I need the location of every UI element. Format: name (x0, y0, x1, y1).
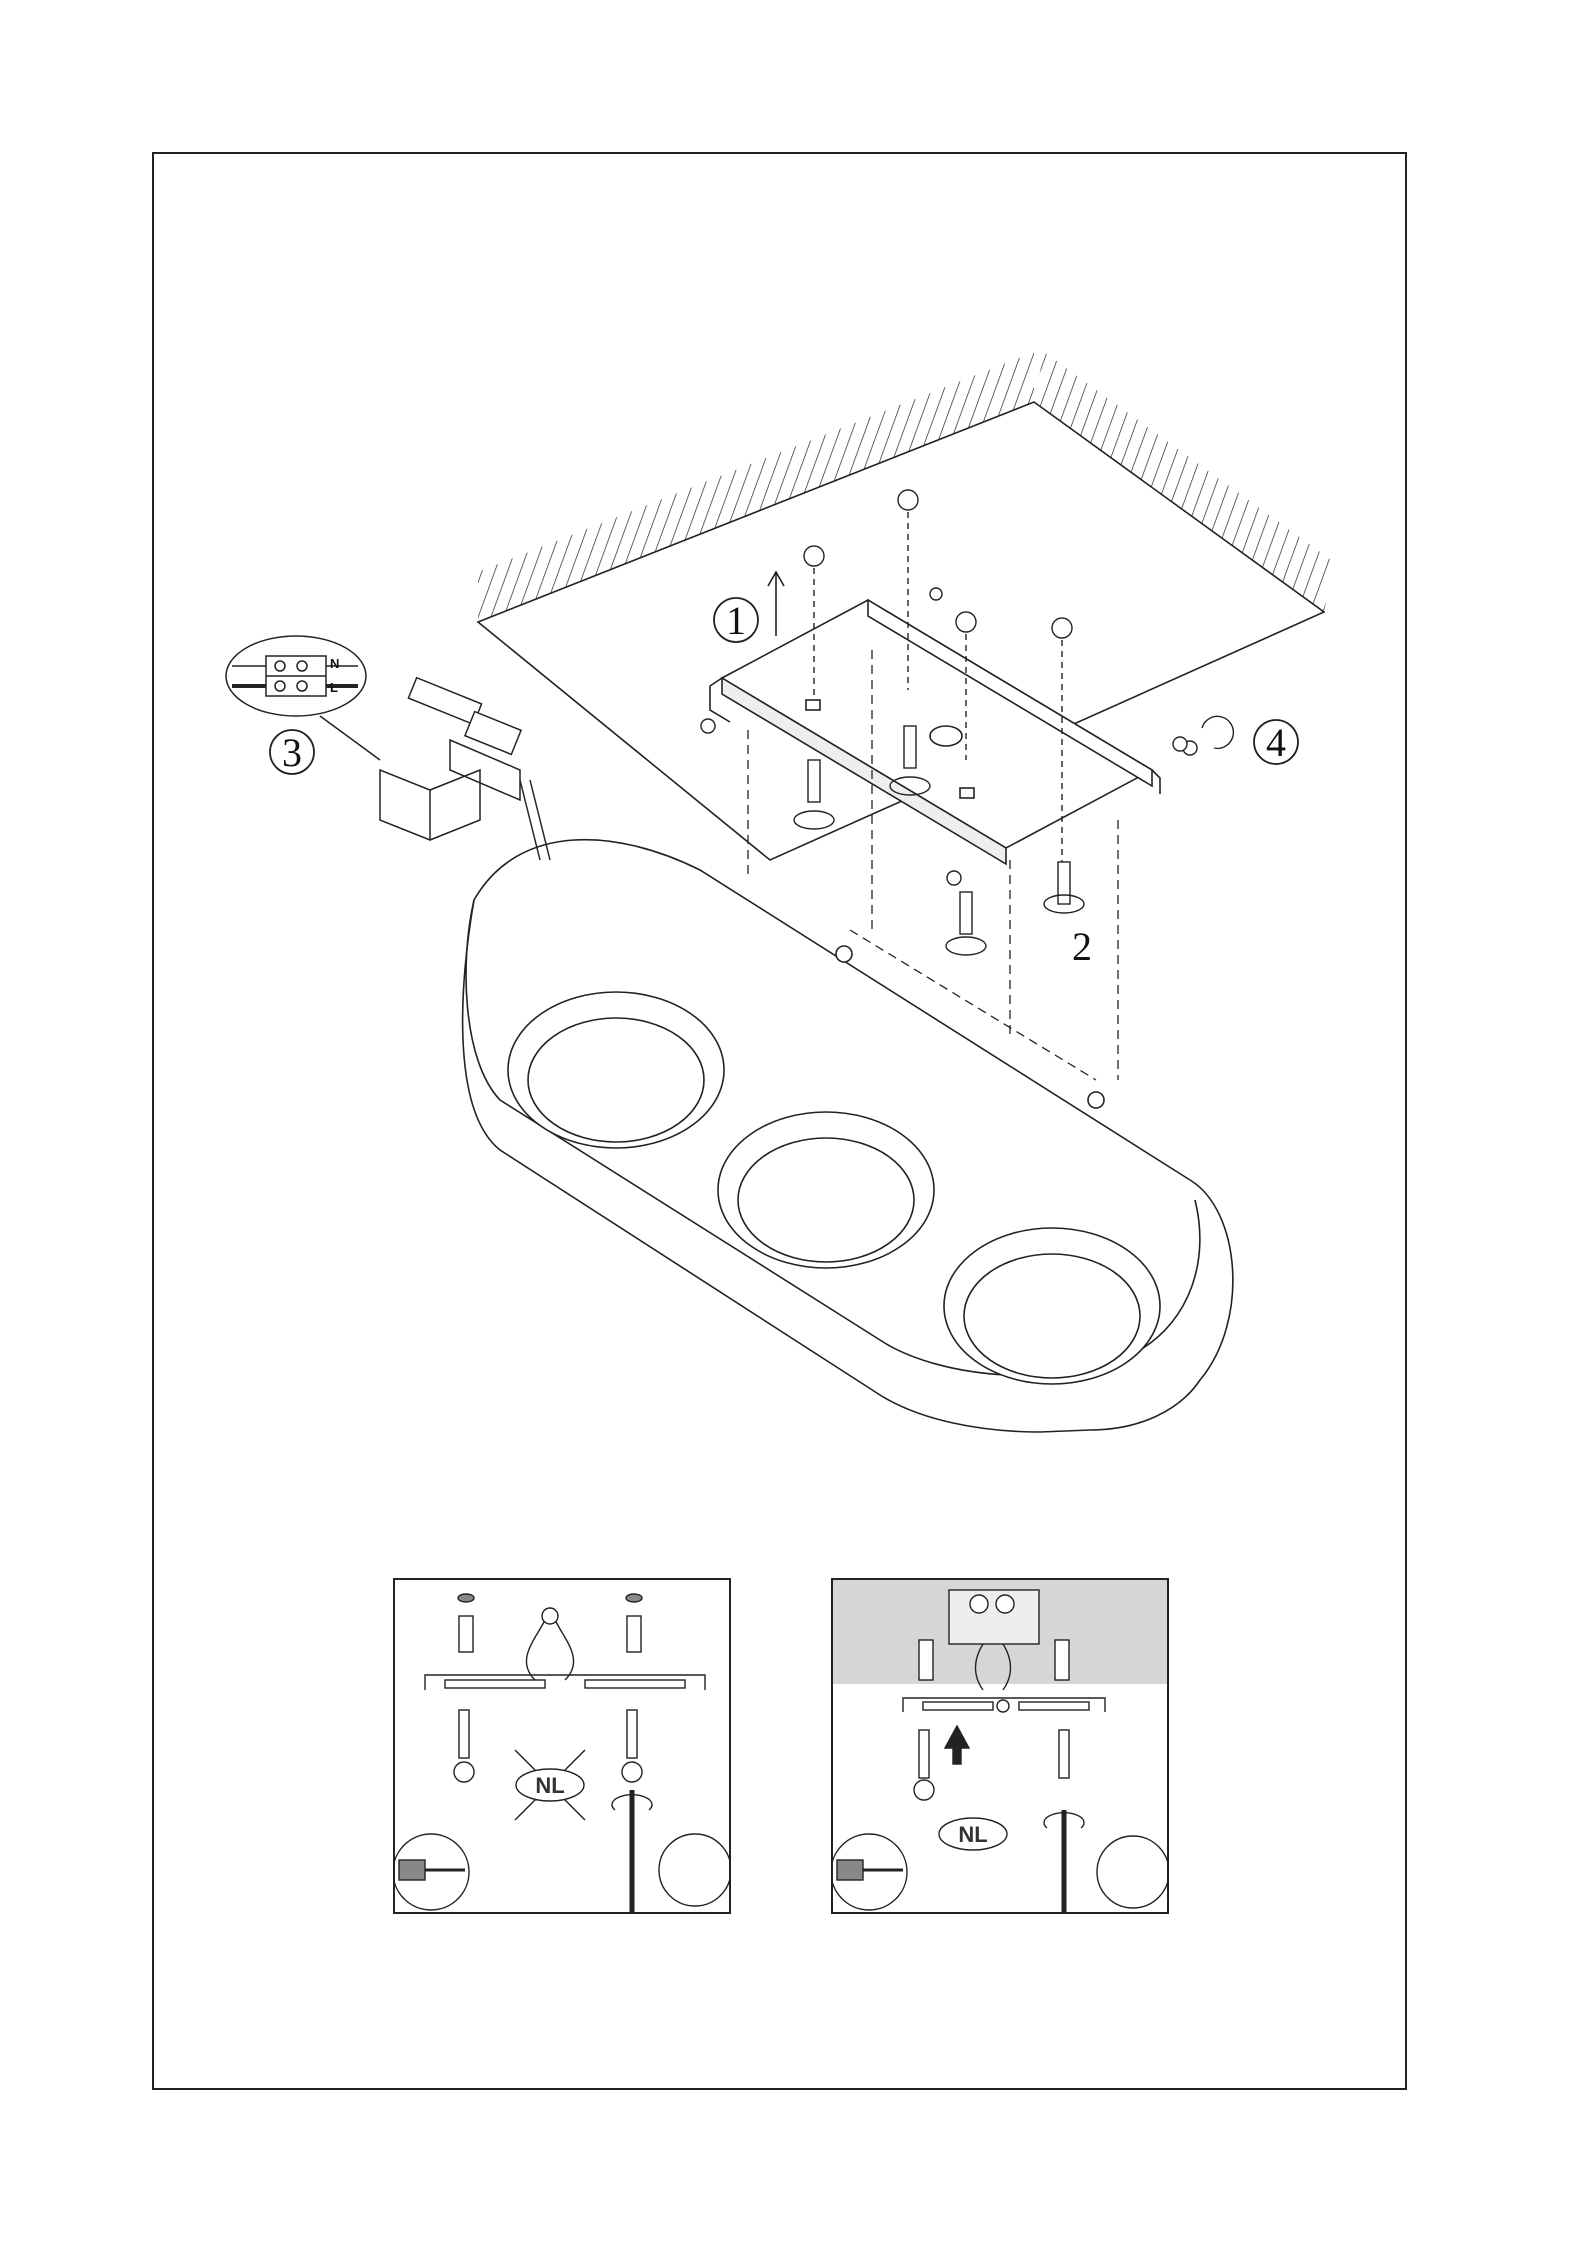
step-4-label: 4 (1266, 720, 1286, 765)
step-3-marker: 3 (270, 730, 314, 775)
step-1-label: 1 (726, 598, 746, 643)
screw-icon (914, 1730, 1069, 1800)
screwdriver-icon (612, 1790, 731, 1914)
terminal-n-label: N (330, 656, 339, 671)
step-2-label: 2 (1072, 924, 1092, 969)
drill-icon (833, 1834, 907, 1910)
terminal-l-label: L (330, 680, 338, 695)
step-2-marker: 2 (1072, 924, 1092, 969)
step-3-label: 3 (282, 730, 302, 775)
step-1-marker: 1 (714, 598, 758, 643)
mounting-panel-correct: NL (831, 1578, 1169, 1914)
rotate-arrow-icon (1173, 716, 1233, 751)
main-assembly-diagram: N L 1 2 3 4 (0, 0, 1587, 1560)
nl-badge-right: NL (958, 1822, 987, 1847)
drill-icon (395, 1834, 469, 1910)
mounting-panel-incorrect: NL (393, 1578, 731, 1914)
terminal-block (380, 678, 550, 860)
step-4-marker: 4 (1254, 720, 1298, 765)
screwdriver-icon (1044, 1810, 1169, 1914)
nl-badge-left: NL (535, 1773, 564, 1798)
lamp-housing (463, 840, 1233, 1432)
up-arrow-icon (945, 1726, 969, 1764)
